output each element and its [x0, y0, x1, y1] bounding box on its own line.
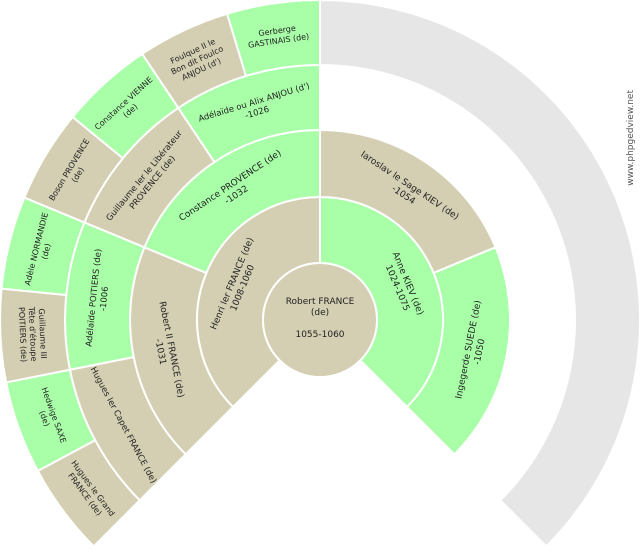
person-cell-p10[interactable]: Guillaume Ier le LibérateurPROVENCE (de) — [83, 106, 216, 249]
root-person-bg — [262, 262, 378, 378]
person-cell-p17[interactable]: Hedwige SAXE(de) — [4, 368, 97, 473]
person-cell-p23[interactable]: GerbergeGASTINAIS (de) — [225, 0, 321, 78]
root-person-text: (de) — [311, 308, 329, 318]
unknown-ancestors-area — [319, 0, 640, 548]
person-cell-bg — [405, 245, 511, 456]
person-line: POITIERS (de) — [17, 307, 29, 363]
root-person-text: Robert FRANCE — [286, 297, 355, 307]
person-cell-p19[interactable]: Adèle NORMANDIE(de) — [0, 196, 86, 297]
person-line: (de) — [40, 242, 53, 260]
person-cell-p18[interactable]: Guillaume IIITête d'étoupePOITIERS (de) — [0, 287, 72, 384]
root-person[interactable]: Robert FRANCE(de) 1055-1060 — [262, 262, 378, 378]
person-cell-p20[interactable]: Boson PROVENCE(de) — [23, 115, 125, 224]
person-cell-p9[interactable]: Adélaïde POITIERS (de)-1006 — [64, 221, 146, 371]
watermark: www.phpgedview.net — [626, 90, 636, 186]
person-line: -1031 — [152, 338, 167, 366]
person-cell-p3[interactable]: Anne KIEV (de)1024-1075 — [319, 195, 444, 409]
person-line: -1006 — [99, 286, 111, 312]
person-line: Guillaume III — [37, 308, 48, 359]
person-cell-bg — [225, 0, 321, 78]
person-cell-p21[interactable]: Constance VIENNE(de) — [71, 52, 180, 160]
person-cell-p16[interactable]: Hugues le GrandFRANCE (de) — [36, 438, 142, 548]
person-name-text: Guillaume IIITête d'étoupePOITIERS (de) — [17, 305, 49, 362]
person-line: Tête d'étoupe — [27, 306, 40, 362]
person-cell-p7[interactable]: Ingegerde SUEDE (de)-1050 — [405, 245, 511, 456]
person-cell-p4[interactable]: Robert II FRANCE (de)-1031 — [129, 245, 235, 456]
root-person-text: 1055-1060 — [295, 330, 344, 340]
person-cell-p22[interactable]: Foulque II leBon dit FoulcoANJOU (d') — [140, 12, 248, 110]
